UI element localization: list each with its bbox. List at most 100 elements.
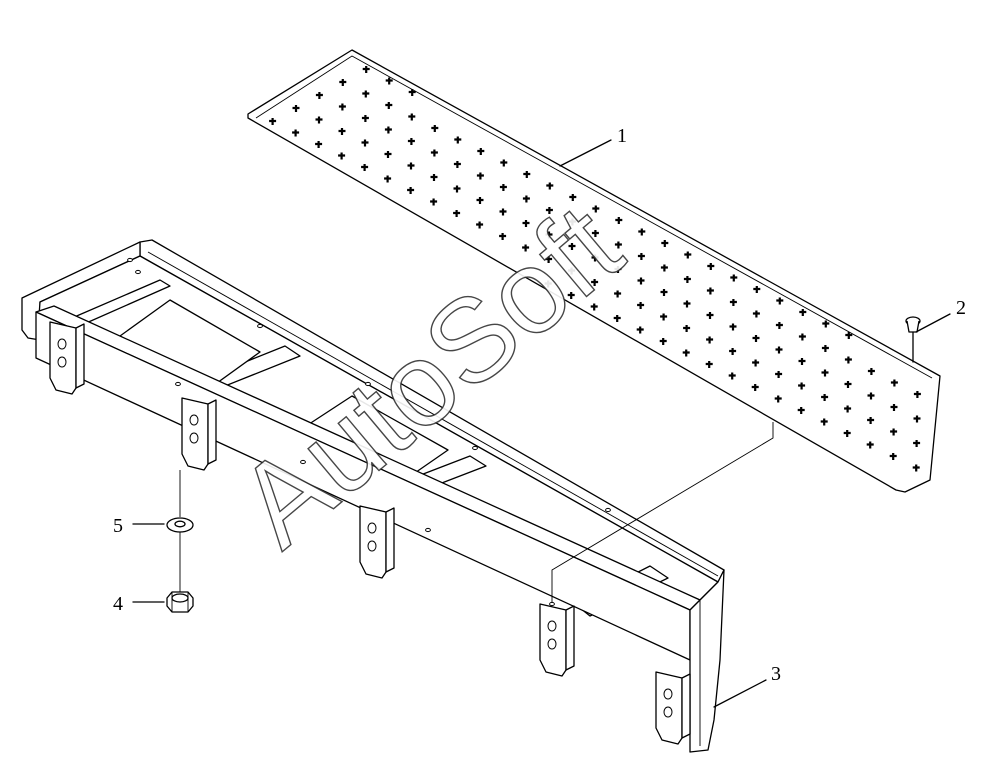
plate-hole	[844, 381, 852, 388]
plate-hole	[408, 89, 416, 96]
plate-hole	[361, 115, 369, 122]
plate-hole	[499, 233, 507, 240]
plate-hole	[890, 428, 898, 436]
plate-hole	[867, 368, 875, 375]
plate-hole	[361, 139, 369, 147]
plate-hole	[821, 394, 829, 401]
plate-hole	[866, 441, 874, 449]
rail-hole	[300, 459, 306, 465]
plate-hole	[522, 195, 530, 203]
plate-hole	[913, 415, 921, 423]
plate-hole	[453, 185, 461, 193]
plate-perforation-pattern	[269, 66, 921, 472]
plate-hole	[362, 66, 370, 73]
plate-hole	[798, 358, 806, 365]
plate-hole	[590, 303, 598, 311]
plate-hole	[269, 118, 277, 125]
plate-hole	[453, 210, 461, 217]
plate-hole	[775, 371, 783, 378]
plate-hole	[683, 276, 691, 283]
plate-hole	[454, 136, 462, 144]
plate-hole	[591, 254, 599, 262]
plate-hole	[544, 280, 552, 288]
callout-1: 1	[617, 125, 627, 147]
rail-hole	[175, 381, 181, 387]
plate-hole	[315, 116, 323, 124]
plate-hole	[407, 162, 415, 170]
plate-hole	[867, 392, 875, 400]
plate-hole	[522, 244, 530, 252]
plate-hole	[476, 221, 484, 229]
plate-hole	[569, 194, 577, 201]
plate-hole	[385, 102, 393, 109]
plate-hole	[292, 105, 300, 112]
plate-hole	[338, 103, 346, 111]
mounting-bracket	[181, 397, 217, 471]
plate-hole	[638, 228, 646, 236]
rail-hole	[605, 507, 611, 513]
plate-hole	[660, 264, 668, 272]
callout-5: 5	[113, 515, 123, 537]
plate-hole	[430, 174, 438, 181]
plate-hole	[799, 309, 807, 316]
plate-hole	[499, 184, 507, 191]
plate-hole	[407, 138, 415, 145]
rail-hole	[425, 527, 431, 533]
plate-hole	[568, 267, 576, 275]
plate-hole	[637, 302, 645, 309]
perforated-plate	[247, 49, 941, 493]
plate-hole	[476, 172, 484, 180]
plate-hole	[385, 77, 393, 85]
plate-hole	[775, 322, 783, 329]
plate-hole	[913, 391, 921, 398]
plate-hole	[845, 332, 853, 339]
rail-hole	[365, 381, 371, 387]
plate-hole	[614, 241, 622, 249]
plate-hole	[821, 369, 829, 377]
plate-hole	[567, 292, 575, 299]
plate-hole	[408, 113, 416, 121]
plate-hole	[315, 141, 323, 148]
plate-hole	[545, 256, 553, 263]
plate-hole	[913, 440, 921, 447]
plate-hole	[522, 220, 530, 227]
callout-3: 3	[771, 663, 781, 685]
plate-hole	[636, 326, 644, 334]
plate-hole	[292, 129, 300, 137]
plate-hole	[568, 218, 576, 226]
plate-hole	[660, 313, 668, 321]
plate-hole	[912, 464, 920, 472]
plate-hole	[751, 384, 759, 391]
mounting-bracket	[655, 671, 691, 745]
rail-hole	[472, 445, 478, 451]
plate-hole	[730, 274, 738, 282]
plate-hole	[384, 175, 392, 183]
plate-hole	[890, 379, 898, 387]
plate-hole	[844, 405, 852, 413]
plate-hole	[797, 407, 805, 414]
plate-hole	[706, 312, 714, 319]
rail-hole	[135, 269, 141, 275]
plate-hole	[729, 323, 737, 331]
assembly-lines	[179, 422, 774, 602]
plate-hole	[407, 187, 415, 194]
plate-hole	[637, 253, 645, 260]
plate-hole	[384, 151, 392, 158]
plate-hole	[500, 159, 508, 167]
plate-hole	[661, 240, 669, 247]
rail-holes	[127, 257, 611, 607]
plate-hole	[339, 79, 347, 86]
mounting-bracket	[539, 603, 575, 677]
plate-hole	[659, 338, 667, 345]
plate-hole	[684, 251, 692, 259]
plate-hole	[705, 361, 713, 368]
plate-hole	[776, 297, 784, 305]
plate-hole	[431, 125, 439, 132]
leader-lines	[132, 139, 951, 708]
plate-hole	[338, 128, 346, 135]
mounting-brackets	[49, 321, 691, 745]
plate-hole	[728, 372, 736, 380]
plate-hole	[453, 161, 461, 168]
rail-hole	[257, 323, 263, 329]
